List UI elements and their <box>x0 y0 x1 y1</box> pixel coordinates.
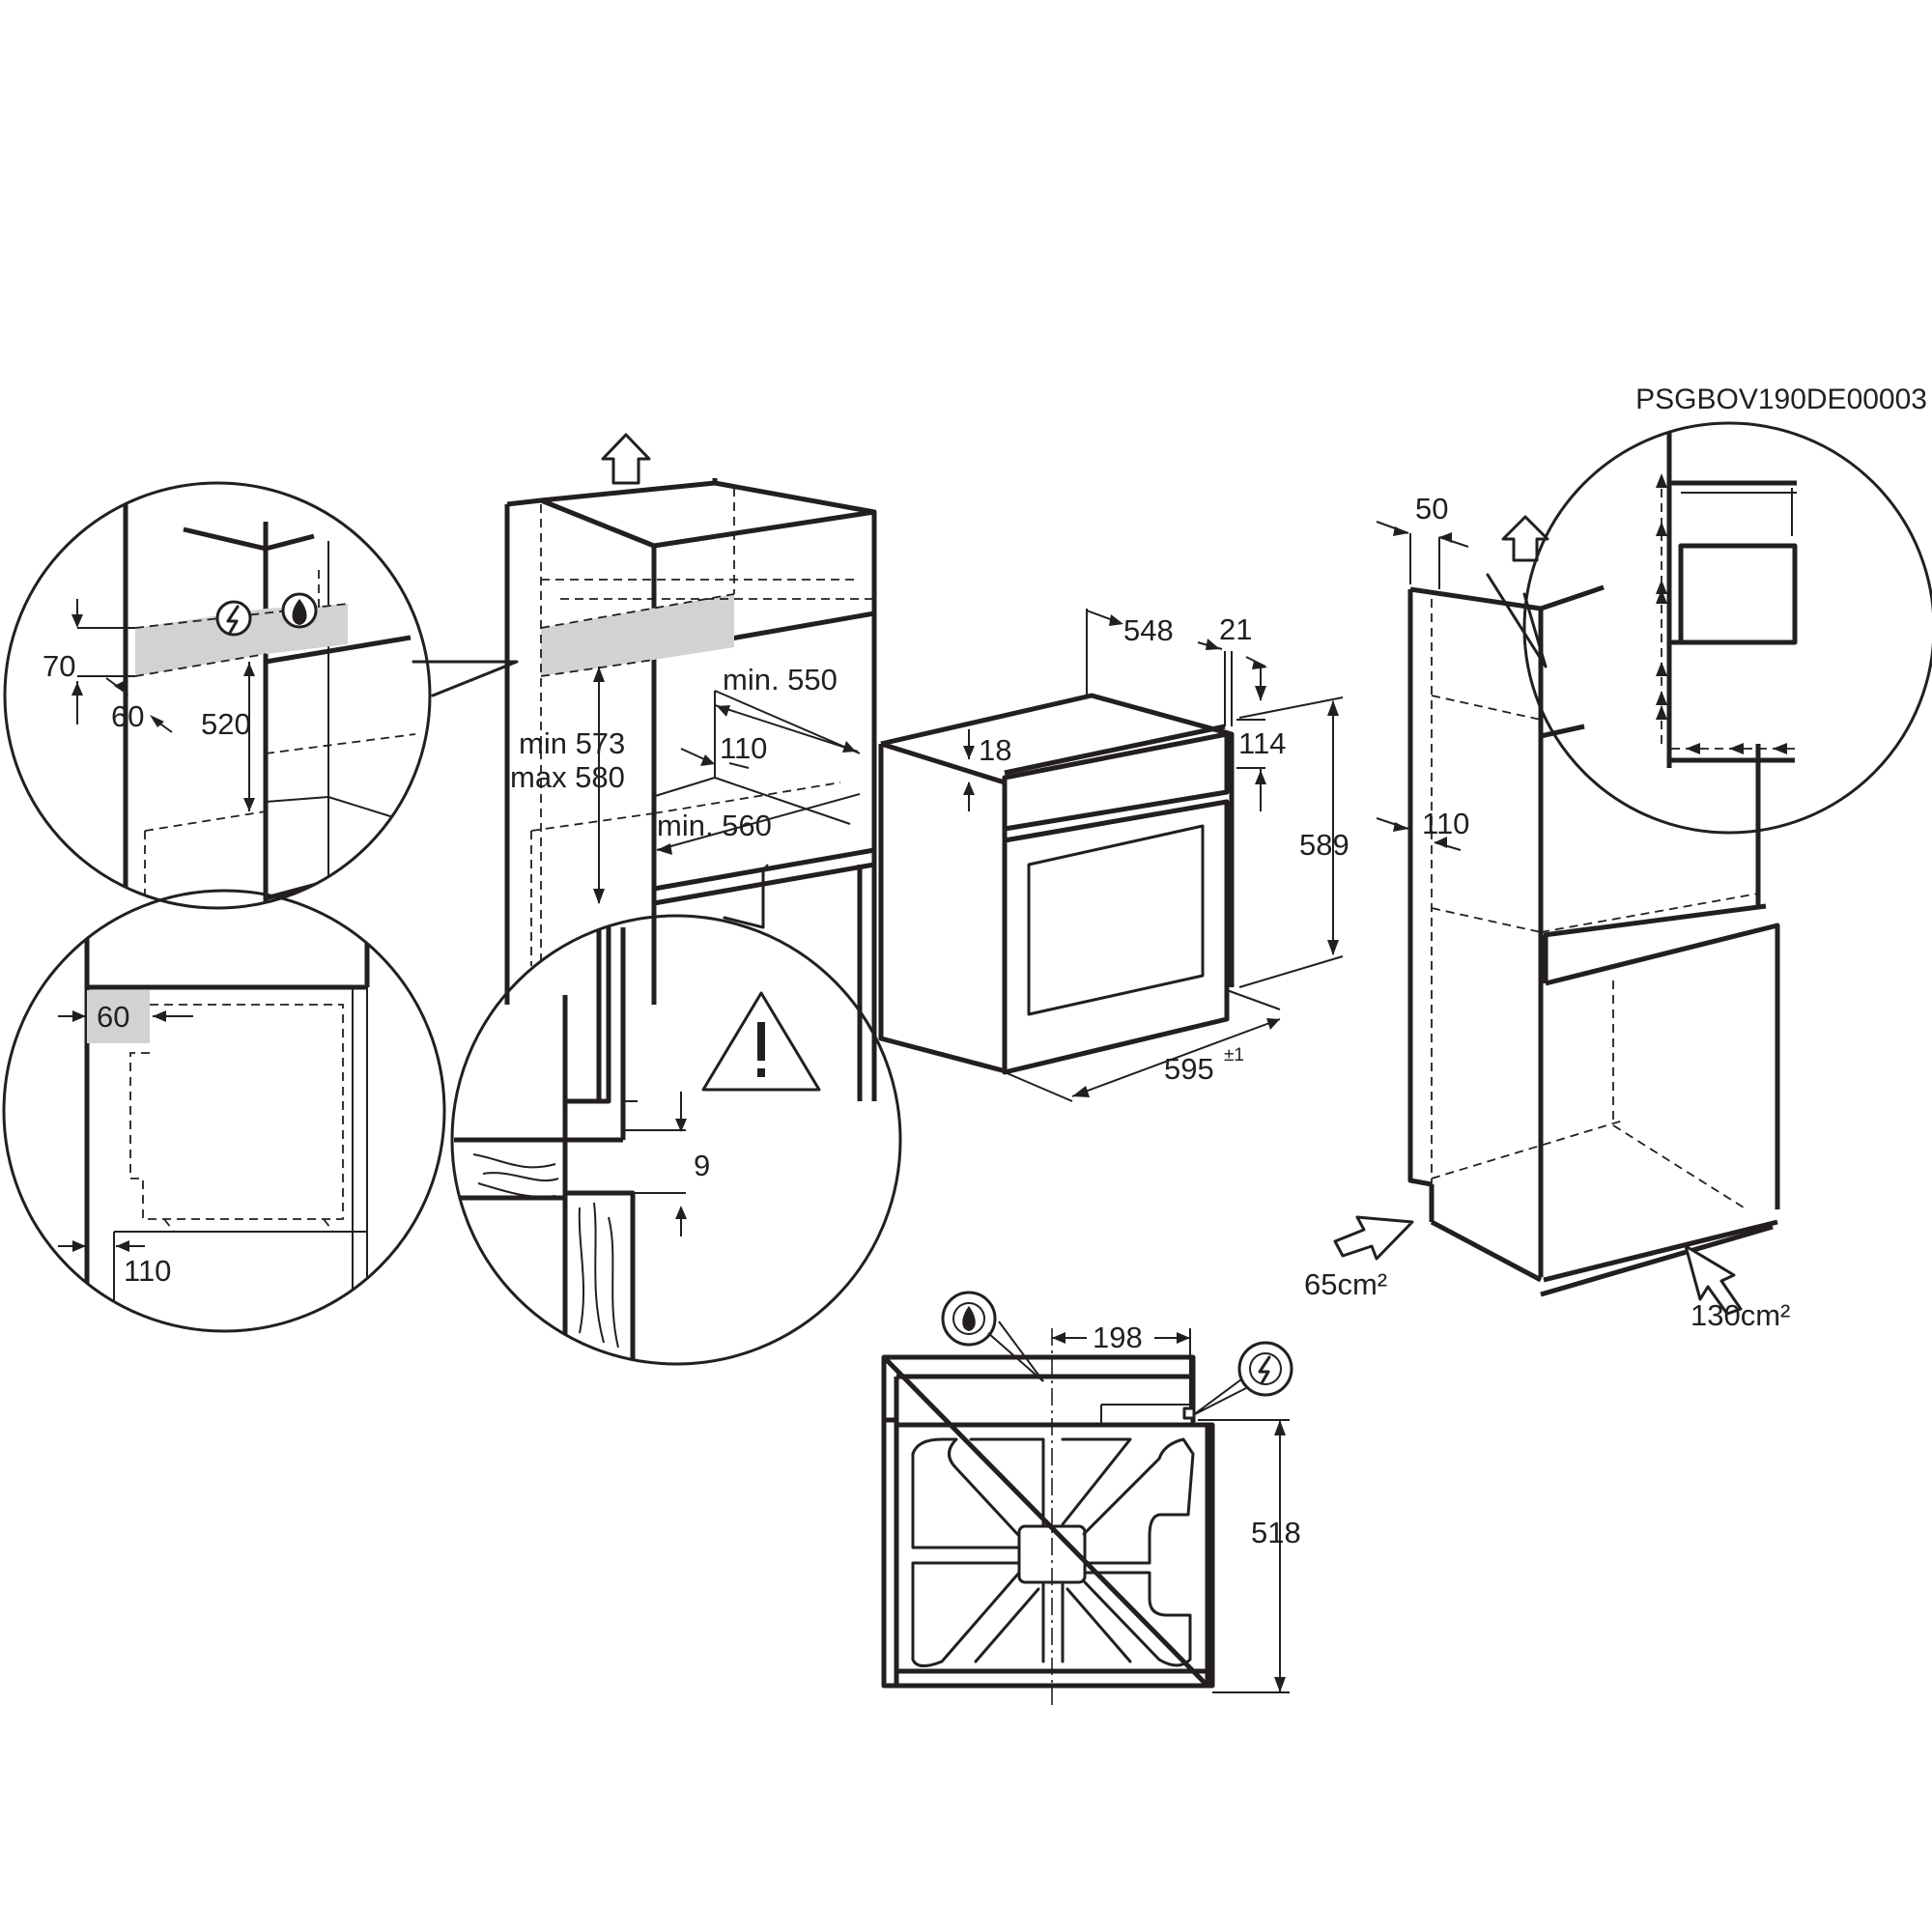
dim-max-580: max 580 <box>510 760 625 794</box>
detail-circle-top-left: 70 60 520 <box>3 481 519 910</box>
dim-198: 198 <box>1093 1321 1143 1354</box>
dim-548: 548 <box>1123 613 1174 647</box>
dim-60-top: 60 <box>111 699 144 733</box>
dim-70: 70 <box>43 649 75 683</box>
dim-110-cabinet: 110 <box>720 731 767 765</box>
dim-9: 9 <box>694 1149 710 1182</box>
airflow-arrow-icon <box>601 433 651 485</box>
electric-connection-icon <box>1182 1341 1293 1420</box>
dim-min-550: min. 550 <box>723 663 838 696</box>
dim-min-573: min 573 <box>519 726 625 760</box>
dim-18: 18 <box>979 733 1011 767</box>
reference-code: PSGBOV190DE00003 <box>1635 384 1927 415</box>
dim-595-tolerance: ±1 <box>1224 1045 1244 1065</box>
column-cabinet: 50 110 65cm² 130cm² <box>1304 492 1790 1332</box>
dim-21: 21 <box>1219 612 1252 646</box>
dim-60-side: 60 <box>97 1000 129 1034</box>
airflow-arrow-icon <box>1684 1244 1743 1316</box>
oven-unit: 548 21 18 114 589 595 ±1 <box>878 609 1350 1102</box>
dim-114: 114 <box>1238 726 1286 760</box>
electric-connection-icon <box>215 600 252 637</box>
gas-connection-icon <box>941 1291 1044 1382</box>
airflow-arrow-icon <box>1501 515 1549 562</box>
dim-518: 518 <box>1251 1516 1301 1549</box>
detail-circle-bottom-left: 60 110 <box>2 889 446 1333</box>
vent-130cm2: 130cm² <box>1690 1298 1790 1332</box>
oven-top-view: 198 518 <box>881 1291 1301 1710</box>
dim-110-column: 110 <box>1422 807 1469 840</box>
dim-110-side: 110 <box>124 1254 171 1288</box>
detail-circle-gap: 9 <box>450 914 902 1366</box>
dim-595: 595 <box>1164 1052 1214 1086</box>
dim-50: 50 <box>1415 492 1448 526</box>
dim-520: 520 <box>201 707 251 741</box>
dim-589: 589 <box>1299 828 1350 862</box>
cabinet-niche: min 573 max 580 min. 550 110 min. 560 <box>504 433 877 1101</box>
dim-min-560: min. 560 <box>657 809 772 842</box>
airflow-arrow-icon <box>1333 1215 1414 1261</box>
vent-65cm2: 65cm² <box>1304 1267 1387 1301</box>
warning-triangle-icon <box>701 991 821 1092</box>
gas-connection-icon <box>281 592 318 629</box>
detail-circle-airflow <box>1486 421 1932 835</box>
